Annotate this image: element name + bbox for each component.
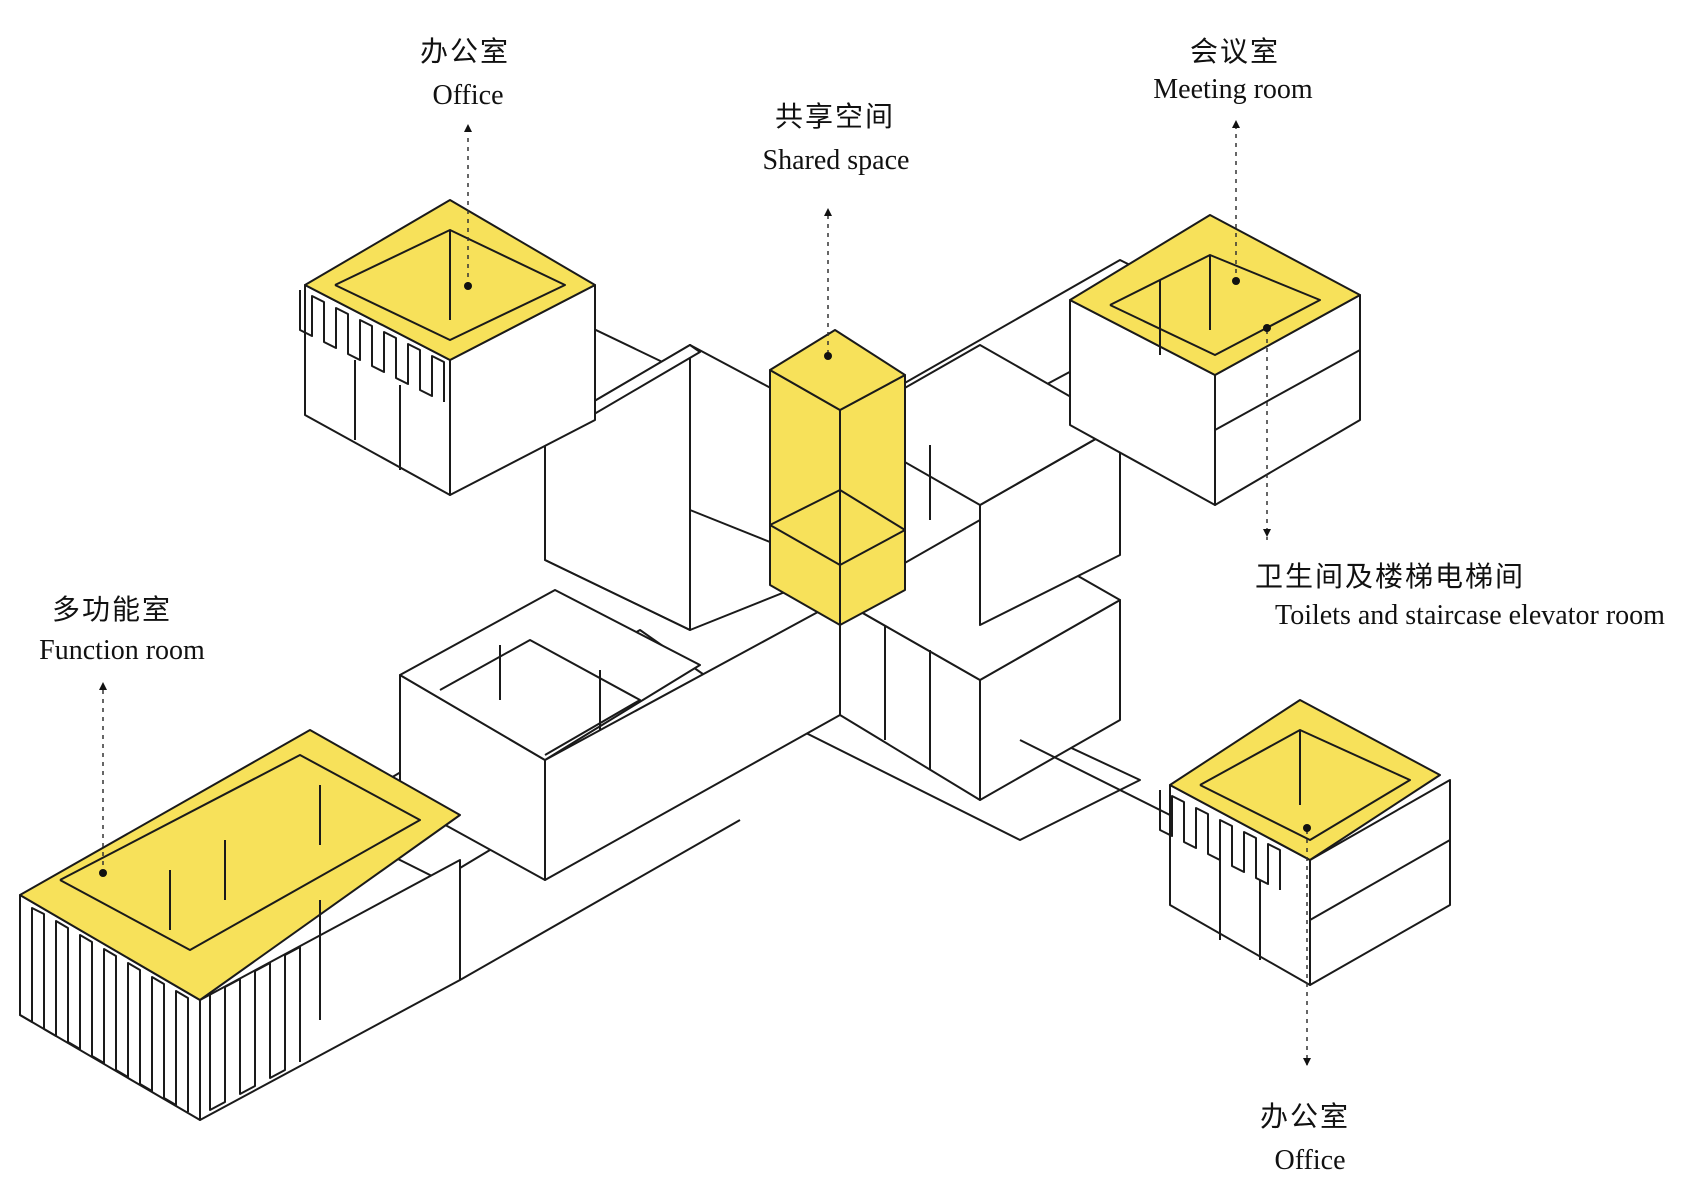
label-office-bottom-en: Office xyxy=(1274,1145,1346,1176)
label-meeting-en: Meeting room xyxy=(1153,74,1313,105)
label-office-top-en: Office xyxy=(432,80,504,111)
leader-arrow-shared xyxy=(824,208,832,216)
leader-arrow-office-bottom xyxy=(1303,1058,1311,1066)
office-se-inner xyxy=(1199,729,1411,841)
leader-arrow-office-top xyxy=(464,124,472,132)
leader-dot-function xyxy=(99,869,107,877)
shared-tower-right xyxy=(839,374,906,626)
shared-tower-band xyxy=(769,489,906,566)
label-toilets-en: Toilets and staircase elevator room xyxy=(1275,600,1665,631)
label-office-bottom-zh: 办公室 xyxy=(1259,1100,1351,1133)
shared-tower-left xyxy=(769,369,841,626)
office-se-front-right xyxy=(1309,779,1451,986)
function-curtain-front xyxy=(19,900,189,1112)
leader-arrow-meeting xyxy=(1232,120,1240,128)
shared-tower-top xyxy=(769,329,906,411)
function-inner xyxy=(59,754,421,951)
leader-dot-office-bottom xyxy=(1303,824,1311,832)
label-office-top-zh: 办公室 xyxy=(419,35,511,68)
leader-dot-office-top xyxy=(464,282,472,290)
office-nw-inner xyxy=(334,229,566,341)
leader-dot-meeting xyxy=(1232,277,1240,285)
label-meeting-zh: 会议室 xyxy=(1189,35,1281,68)
block-sw-top xyxy=(399,589,701,761)
label-shared-en: Shared space xyxy=(762,145,910,176)
leader-arrow-function xyxy=(99,682,107,690)
function-curtain-right xyxy=(209,946,301,1111)
label-function-en: Function room xyxy=(39,635,205,666)
label-toilets-zh: 卫生间及楼梯电梯间 xyxy=(1254,560,1526,593)
meeting-inner xyxy=(1109,254,1321,356)
office-se-top xyxy=(1169,699,1441,861)
function-top xyxy=(19,729,461,1001)
leader-dot-toilets xyxy=(1263,324,1271,332)
office-se-curtain xyxy=(1159,790,1281,890)
leader-arrow-toilets xyxy=(1263,529,1271,537)
label-function-zh: 多功能室 xyxy=(51,593,173,626)
label-shared-zh: 共享空间 xyxy=(774,100,896,133)
leader-dot-shared xyxy=(824,352,832,360)
meeting-top xyxy=(1069,214,1361,376)
block-sw-inner xyxy=(439,639,641,756)
wing-edge-nw xyxy=(544,430,841,631)
office-nw-curtain xyxy=(299,290,445,402)
